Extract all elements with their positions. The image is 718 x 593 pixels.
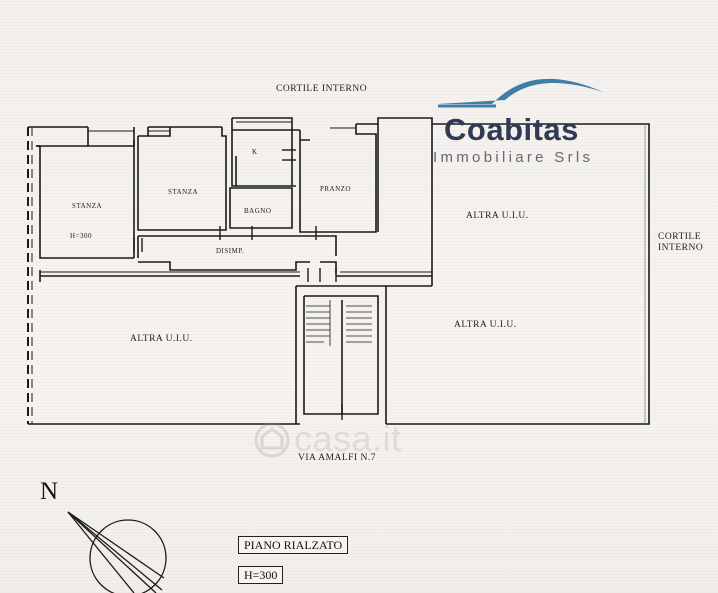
room-height-stanza-1: H=300 [70, 232, 93, 240]
floor-label: PIANO RIALZATO [238, 536, 349, 554]
room-label-stanza-2: STANZA [168, 188, 199, 196]
logo-subtitle: Immobiliare Srls [433, 149, 594, 166]
watermark-text: casa.it [294, 418, 402, 459]
height-label: H=300 [238, 566, 284, 584]
north-label: N [40, 478, 59, 505]
room-label-altra-uiu-left: ALTRA U.I.U. [130, 334, 193, 344]
cortile-right-label-2: INTERNO [658, 243, 704, 253]
room-label-disimp: DISIMP. [216, 247, 245, 255]
logo-title: Coabitas [444, 112, 579, 147]
room-label-altra-uiu-right: ALTRA U.I.U. [454, 320, 517, 330]
room-label-k: K [252, 148, 258, 156]
room-label-pranzo: PRANZO [320, 185, 352, 193]
street-label: VIA AMALFI N.7 [298, 453, 376, 463]
cortile-right-label-1: CORTILE [658, 232, 702, 242]
room-label-altra-uiu-top-right: ALTRA U.I.U. [466, 211, 529, 221]
house-icon [254, 422, 290, 458]
logo-roof-icon [438, 78, 603, 108]
compass-icon [67, 511, 167, 593]
room-label-bagno: BAGNO [244, 207, 272, 215]
outer-wall [28, 117, 650, 425]
room-label-stanza-1: STANZA [72, 202, 103, 210]
cortile-top-label: CORTILE INTERNO [276, 84, 368, 94]
